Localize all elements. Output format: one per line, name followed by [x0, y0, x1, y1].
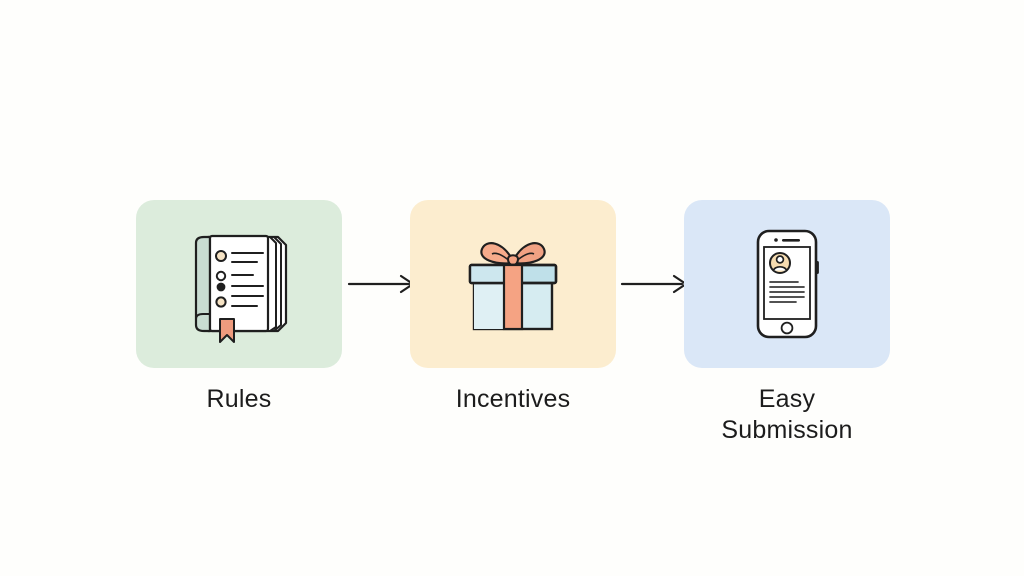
step-card-incentives[interactable]: [410, 200, 616, 368]
step-label-rules: Rules: [206, 385, 272, 413]
step-label-easy-submission: Easy Submission: [721, 385, 853, 444]
step-label-incentives: Incentives: [455, 385, 571, 413]
step-card-rules[interactable]: [136, 200, 342, 368]
flow-step-easy-submission[interactable]: Easy Submission: [684, 200, 890, 446]
arrow-right-icon-2: [620, 274, 688, 294]
flow-step-incentives[interactable]: Incentives: [410, 200, 616, 415]
notebook-checklist-icon: [194, 234, 288, 343]
flow-step-rules[interactable]: Rules: [136, 200, 342, 415]
smartphone-profile-form-icon: [756, 229, 819, 339]
step-card-easy-submission[interactable]: [684, 200, 890, 368]
gift-box-icon: [468, 242, 558, 331]
